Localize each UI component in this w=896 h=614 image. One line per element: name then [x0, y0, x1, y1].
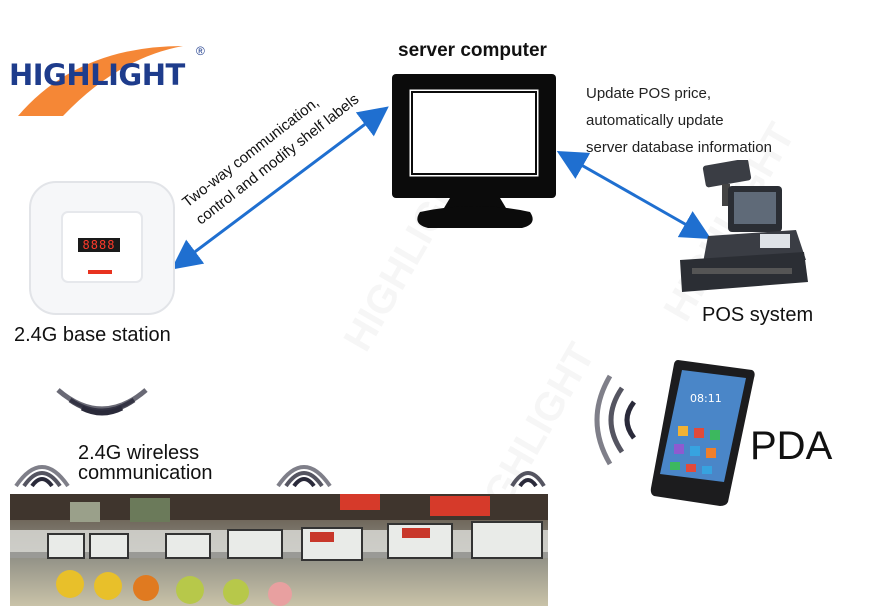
server-computer-label: server computer [398, 40, 547, 61]
pos-terminal-icon [680, 160, 808, 292]
wireless-communication-label: 2.4G wireless communication [78, 442, 213, 484]
logo-text: HIGHLIGHT [9, 58, 185, 92]
pos-system-label: POS system [702, 304, 814, 326]
shelf-labels-photo [10, 494, 548, 606]
highlight-logo [18, 46, 183, 116]
pda-label: PDA [750, 424, 833, 468]
wifi-signal-icon [276, 465, 332, 488]
wifi-signal-icon [56, 388, 148, 416]
monitor-icon [392, 74, 556, 228]
pos-update-note: Update POS price, automatically update s… [586, 85, 772, 156]
base-station-display: 8888 [78, 238, 120, 252]
registered-mark: ® [196, 44, 205, 58]
wifi-signal-icon [14, 465, 70, 488]
pda-icon [650, 360, 755, 506]
wifi-signal-icon [510, 471, 546, 488]
base-station-label: 2.4G base station [14, 324, 171, 346]
wifi-signal-icon [594, 374, 637, 466]
pda-screen-time: 08:11 [690, 392, 722, 405]
